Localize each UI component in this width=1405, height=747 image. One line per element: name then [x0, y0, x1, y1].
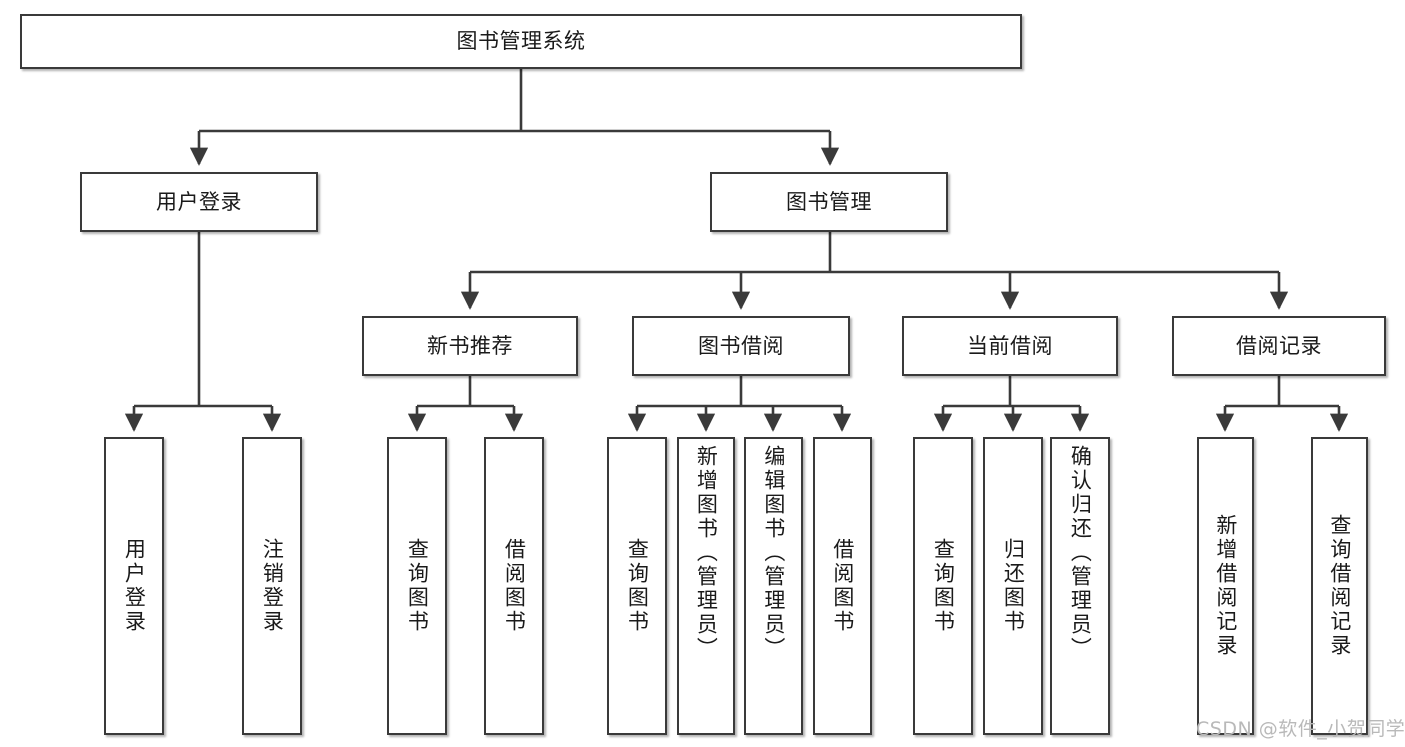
node-book-manage[interactable]: 图书管理 — [710, 172, 948, 232]
leaf-edit-book[interactable]: 编辑图书（管理员） — [744, 437, 803, 735]
leaf-add-record-label: 新增借阅记录 — [1213, 514, 1238, 658]
node-root[interactable]: 图书管理系统 — [20, 14, 1022, 69]
leaf-add-book-label: 新增图书（管理员） — [694, 445, 719, 661]
leaf-query-book-3-label: 查询图书 — [931, 538, 956, 634]
leaf-edit-book-label: 编辑图书（管理员） — [761, 445, 786, 661]
leaf-user-logout-label: 注销登录 — [260, 538, 285, 634]
leaf-add-record[interactable]: 新增借阅记录 — [1197, 437, 1254, 735]
leaf-query-book-3[interactable]: 查询图书 — [913, 437, 973, 735]
leaf-user-login-label: 用户登录 — [122, 538, 147, 634]
leaf-borrow-book-1-label: 借阅图书 — [502, 538, 527, 634]
node-borrow-record[interactable]: 借阅记录 — [1172, 316, 1386, 376]
node-new-book-rec-label: 新书推荐 — [427, 333, 513, 358]
node-borrow-record-label: 借阅记录 — [1236, 333, 1322, 358]
node-book-borrow[interactable]: 图书借阅 — [632, 316, 850, 376]
leaf-borrow-book-2-label: 借阅图书 — [830, 538, 855, 634]
leaf-query-book-2-label: 查询图书 — [625, 538, 650, 634]
csdn-watermark: CSDN @软件_小贺同学 — [1196, 718, 1405, 740]
node-new-book-rec[interactable]: 新书推荐 — [362, 316, 578, 376]
node-book-manage-label: 图书管理 — [786, 189, 872, 214]
leaf-query-record-label: 查询借阅记录 — [1327, 514, 1352, 658]
leaf-query-book-1-label: 查询图书 — [405, 538, 430, 634]
leaf-user-login[interactable]: 用户登录 — [104, 437, 164, 735]
leaf-user-logout[interactable]: 注销登录 — [242, 437, 302, 735]
leaf-query-record[interactable]: 查询借阅记录 — [1311, 437, 1368, 735]
node-user-login[interactable]: 用户登录 — [80, 172, 318, 232]
leaf-query-book-1[interactable]: 查询图书 — [387, 437, 447, 735]
leaf-add-book[interactable]: 新增图书（管理员） — [677, 437, 735, 735]
node-root-label: 图书管理系统 — [456, 29, 586, 54]
node-book-borrow-label: 图书借阅 — [698, 333, 784, 358]
leaf-confirm-return-label: 确认归还（管理员） — [1068, 445, 1093, 661]
node-user-login-label: 用户登录 — [156, 189, 242, 214]
leaf-query-book-2[interactable]: 查询图书 — [607, 437, 667, 735]
leaf-borrow-book-2[interactable]: 借阅图书 — [813, 437, 872, 735]
leaf-return-book-label: 归还图书 — [1001, 538, 1026, 634]
leaf-borrow-book-1[interactable]: 借阅图书 — [484, 437, 544, 735]
leaf-confirm-return[interactable]: 确认归还（管理员） — [1050, 437, 1110, 735]
node-current-borrow-label: 当前借阅 — [967, 333, 1053, 358]
leaf-return-book[interactable]: 归还图书 — [983, 437, 1043, 735]
node-current-borrow[interactable]: 当前借阅 — [902, 316, 1118, 376]
